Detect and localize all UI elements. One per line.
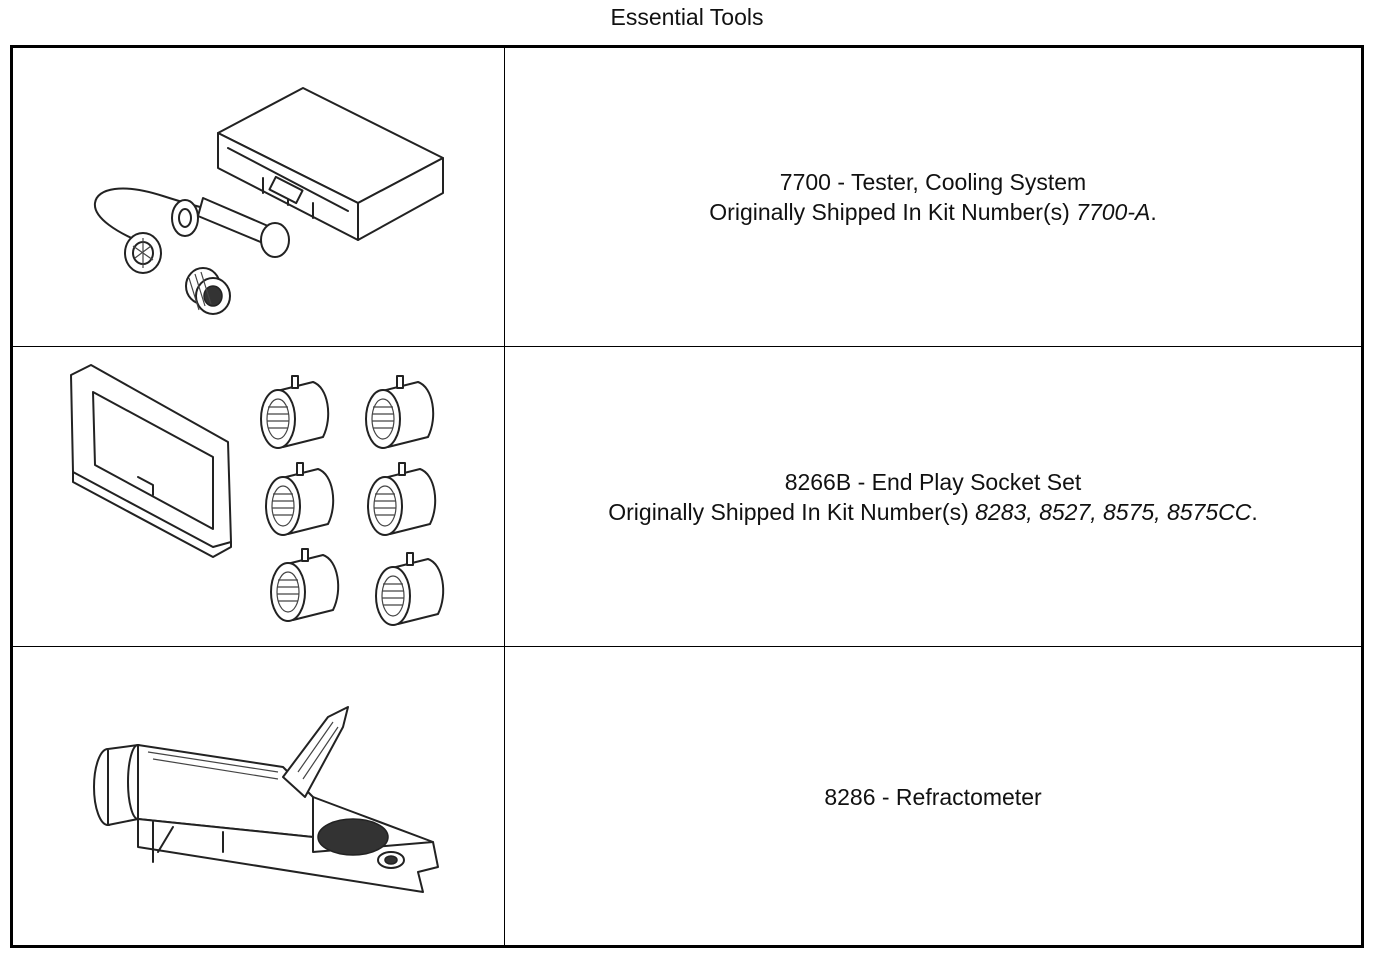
socket-icon xyxy=(365,375,435,449)
tool-description: 7700 - Tester, Cooling System Originally… xyxy=(505,48,1361,346)
refractometer-illustration xyxy=(93,706,439,893)
tool-name: 8266B - End Play Socket Set xyxy=(784,468,1082,495)
kit-suffix: . xyxy=(1251,498,1258,525)
cooling-system-tester-illustration xyxy=(93,87,444,315)
tool-description: 8266B - End Play Socket Set Originally S… xyxy=(505,347,1361,646)
kit-numbers: 7700-A xyxy=(1076,199,1151,225)
tool-name: 8286 - Refractometer xyxy=(824,783,1042,810)
kit-numbers: 8283, 8527, 8575, 8575CC xyxy=(975,498,1252,525)
socket-icon xyxy=(375,552,445,626)
tool-row: 8286 - Refractometer xyxy=(13,646,1361,946)
tool-image-cell xyxy=(13,48,505,346)
kit-line: Originally Shipped In Kit Number(s) 8283… xyxy=(608,497,1258,527)
socket-icon xyxy=(270,548,340,622)
tool-name: 7700 - Tester, Cooling System xyxy=(779,169,1087,195)
socket-icon xyxy=(367,462,437,536)
tool-row: 7700 - Tester, Cooling System Originally… xyxy=(13,48,1361,346)
kit-suffix: . xyxy=(1150,199,1157,225)
kit-line: Originally Shipped In Kit Number(s) 7700… xyxy=(709,197,1156,227)
tools-table: 7700 - Tester, Cooling System Originally… xyxy=(10,45,1364,948)
tool-image-cell xyxy=(13,647,505,946)
end-play-socket-set-illustration xyxy=(70,364,445,626)
shipped-label: Originally Shipped In Kit Number(s) xyxy=(608,498,976,525)
tool-description: 8286 - Refractometer xyxy=(505,647,1361,946)
shipped-label: Originally Shipped In Kit Number(s) xyxy=(709,199,1077,225)
tool-image-cell xyxy=(13,347,505,646)
socket-icon xyxy=(265,462,335,536)
socket-icon xyxy=(260,375,330,449)
page-title: Essential Tools xyxy=(610,4,764,30)
tool-row: 8266B - End Play Socket Set Originally S… xyxy=(13,346,1361,646)
